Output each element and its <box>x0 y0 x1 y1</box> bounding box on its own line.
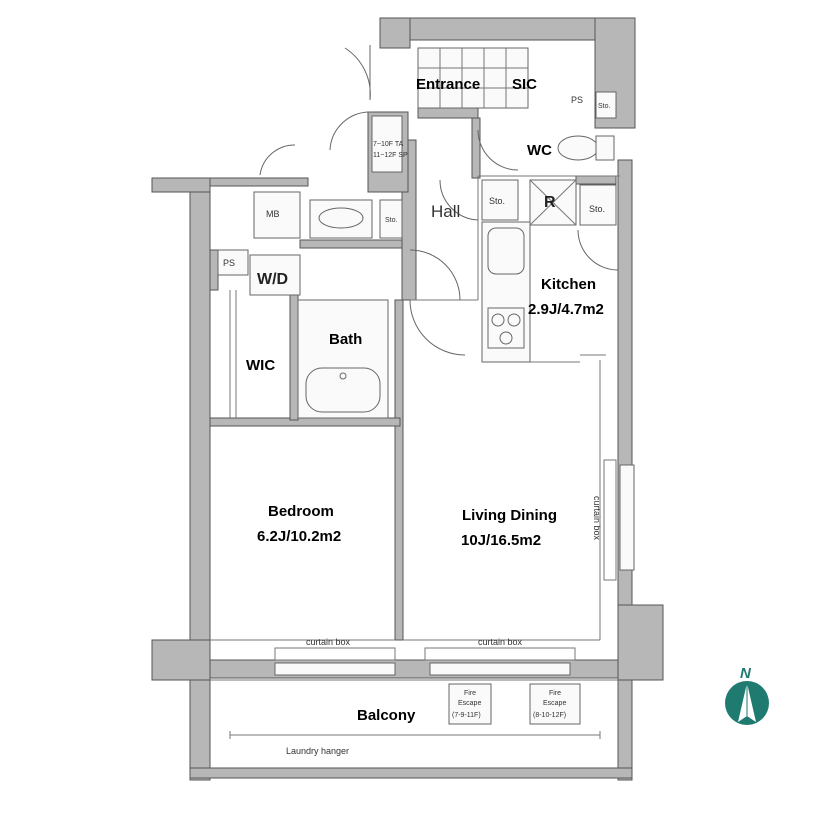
svg-text:(8-10-12F): (8-10-12F) <box>533 712 566 719</box>
svg-text:Escape: Escape <box>543 700 566 707</box>
label-balcony: Balcony <box>357 707 416 724</box>
room-labels: Entrance SIC PS Sto. WC Hall Sto. R Sto.… <box>223 76 611 724</box>
svg-text:Fire: Fire <box>464 690 476 697</box>
fixtures <box>217 47 617 419</box>
label-refrigerator: R <box>544 194 556 211</box>
label-ps-left: PS <box>223 258 235 268</box>
annotations: curtain box curtain box curtain box Laun… <box>286 141 602 756</box>
label-sic: SIC <box>512 76 537 93</box>
doors <box>259 45 619 356</box>
label-wd: W/D <box>257 271 288 288</box>
fire-escape-1: Fire Escape (7-9-11F) <box>448 683 492 725</box>
label-sto-wash: Sto. <box>385 217 398 224</box>
label-wc: WC <box>527 142 552 159</box>
label-entrance: Entrance <box>416 76 480 93</box>
label-kitchen: Kitchen <box>541 276 596 293</box>
label-sto-top: Sto. <box>598 103 611 110</box>
label-hall: Hall <box>431 202 460 221</box>
compass-n-label: N <box>740 665 752 682</box>
curtain-box-bedroom: curtain box <box>306 637 351 647</box>
label-mb: MB <box>266 209 280 219</box>
svg-text:Escape: Escape <box>458 700 481 707</box>
meter-line1: 7~10F TA <box>373 141 404 148</box>
meter-line2: 11~12F SP <box>373 152 408 159</box>
label-sto-hall: Sto. <box>489 196 505 206</box>
label-living-size: 10J/16.5m2 <box>461 532 541 549</box>
shoe-cabinet <box>417 47 529 109</box>
label-bedroom: Bedroom <box>268 503 334 520</box>
svg-text:Fire: Fire <box>549 690 561 697</box>
label-bedroom-size: 6.2J/10.2m2 <box>257 528 341 545</box>
svg-text:(7-9-11F): (7-9-11F) <box>452 712 481 719</box>
label-bath: Bath <box>329 331 362 348</box>
toilet <box>557 135 599 161</box>
label-wic: WIC <box>246 357 275 374</box>
curtain-box-living: curtain box <box>478 637 523 647</box>
curtain-box-side: curtain box <box>592 496 602 541</box>
fire-escape-2: Fire Escape (8-10-12F) <box>529 683 581 725</box>
kitchen-sink <box>487 227 525 275</box>
label-ps-top: PS <box>571 95 583 105</box>
walls <box>151 17 664 781</box>
label-living: Living Dining <box>462 507 557 524</box>
label-kitchen-size: 2.9J/4.7m2 <box>528 301 604 318</box>
label-sto-kitchen: Sto. <box>589 204 605 214</box>
laundry-hanger-label: Laundry hanger <box>286 746 349 756</box>
north-compass: N <box>725 665 769 725</box>
